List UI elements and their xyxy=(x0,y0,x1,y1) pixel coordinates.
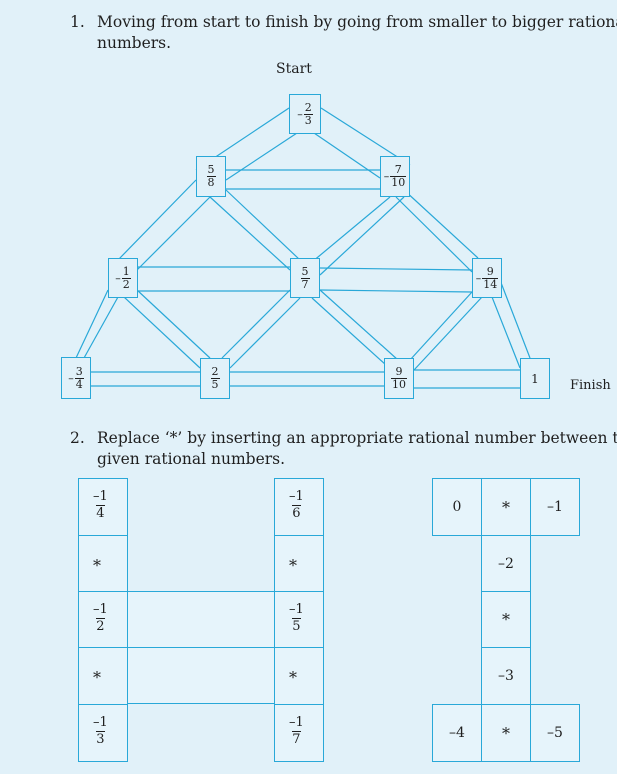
h-grid-left-4-placeholder: * xyxy=(93,668,101,687)
question-1-text-line1: Moving from start to finish by going fro… xyxy=(97,13,621,31)
node-bottom-center-left-denominator: 5 xyxy=(210,378,220,391)
question-1-text-line2: numbers. xyxy=(97,34,172,52)
node-finish-value: 1 xyxy=(531,371,539,386)
h-grid-right-4-placeholder: * xyxy=(289,668,297,687)
node-middle-left-numerator: 1 xyxy=(122,264,130,278)
question-2-number: 2. xyxy=(70,429,85,447)
h-grid-left-1-numerator: –1 xyxy=(93,489,108,504)
node-bottom-left-denominator: 4 xyxy=(74,377,84,391)
node-middle-right-sign: – xyxy=(475,271,482,285)
node-middle-left-sign: – xyxy=(115,271,121,285)
h-grid-left-cell-2: * xyxy=(78,535,128,592)
node-finish: 1 xyxy=(520,358,550,399)
node-upper-right-numerator: 7 xyxy=(394,163,402,176)
node-upper-right-sign: – xyxy=(383,170,390,183)
h-grid-left-5-denominator: 3 xyxy=(96,731,105,747)
page-border-bottom xyxy=(0,774,621,778)
h-grid-right-2-placeholder: * xyxy=(289,556,297,575)
h-grid-right-5-numerator: –1 xyxy=(289,715,304,730)
i-grid-middle-3: –3 xyxy=(481,647,531,705)
node-upper-left-denominator: 8 xyxy=(206,176,216,189)
h-grid-right-3-denominator: 5 xyxy=(292,618,301,634)
i-grid-top-right: –1 xyxy=(530,478,580,536)
node-bottom-left-sign: – xyxy=(68,371,74,385)
i-grid-bottom-left: –4 xyxy=(432,704,482,762)
h-grid-crossbar-divider xyxy=(127,647,275,648)
node-middle-right-denominator: 14 xyxy=(482,277,499,291)
question-1-text: Moving from start to finish by going fro… xyxy=(97,12,621,54)
h-grid-left-2-placeholder: * xyxy=(93,556,101,575)
node-upper-right-denominator: 10 xyxy=(390,176,407,189)
page-border-right xyxy=(617,0,621,778)
h-grid-left-1-denominator: 4 xyxy=(96,505,105,521)
h-grid-right-3-numerator: –1 xyxy=(289,602,304,617)
h-grid-left-5-numerator: –1 xyxy=(93,715,108,730)
node-upper-left-numerator: 5 xyxy=(207,163,215,176)
question-2-text-line2: given rational numbers. xyxy=(97,450,286,468)
h-grid-right-1-denominator: 6 xyxy=(292,505,301,521)
node-bottom-center-left-numerator: 2 xyxy=(211,365,219,378)
h-grid-right-1-numerator: –1 xyxy=(289,489,304,504)
question-1-number: 1. xyxy=(70,13,85,31)
h-grid-left-3-denominator: 2 xyxy=(96,618,105,634)
question-2-text: Replace ‘*’ by inserting an appropriate … xyxy=(97,428,621,470)
node-middle-center-denominator: 7 xyxy=(300,277,310,291)
start-label: Start xyxy=(276,61,312,77)
node-bottom-center-right-numerator: 9 xyxy=(395,365,403,378)
i-grid-top-center: * xyxy=(481,478,531,536)
finish-label: Finish xyxy=(570,378,611,393)
node-start-numerator: 2 xyxy=(304,100,312,114)
question-2-text-line1: Replace ‘*’ by inserting an appropriate … xyxy=(97,429,621,447)
h-grid-right-cell-4: * xyxy=(274,647,324,705)
i-grid-bottom-right: –5 xyxy=(530,704,580,762)
i-grid-middle-2: * xyxy=(481,591,531,648)
node-start-sign: – xyxy=(297,107,303,121)
node-middle-right-numerator: 9 xyxy=(486,264,494,278)
node-bottom-center-right-denominator: 10 xyxy=(391,378,407,391)
node-middle-center-numerator: 5 xyxy=(301,264,309,278)
node-start-denominator: 3 xyxy=(303,113,313,127)
h-grid-left-3-numerator: –1 xyxy=(93,602,108,617)
h-grid-right-cell-2: * xyxy=(274,535,324,592)
node-bottom-left-numerator: 3 xyxy=(75,364,83,378)
i-grid-middle-1: –2 xyxy=(481,535,531,592)
h-grid-left-cell-4: * xyxy=(78,647,128,705)
i-grid-top-left: 0 xyxy=(432,478,482,536)
node-middle-left-denominator: 2 xyxy=(121,277,131,291)
i-grid-bottom-center: * xyxy=(481,704,531,762)
h-grid-right-5-denominator: 7 xyxy=(292,731,301,747)
